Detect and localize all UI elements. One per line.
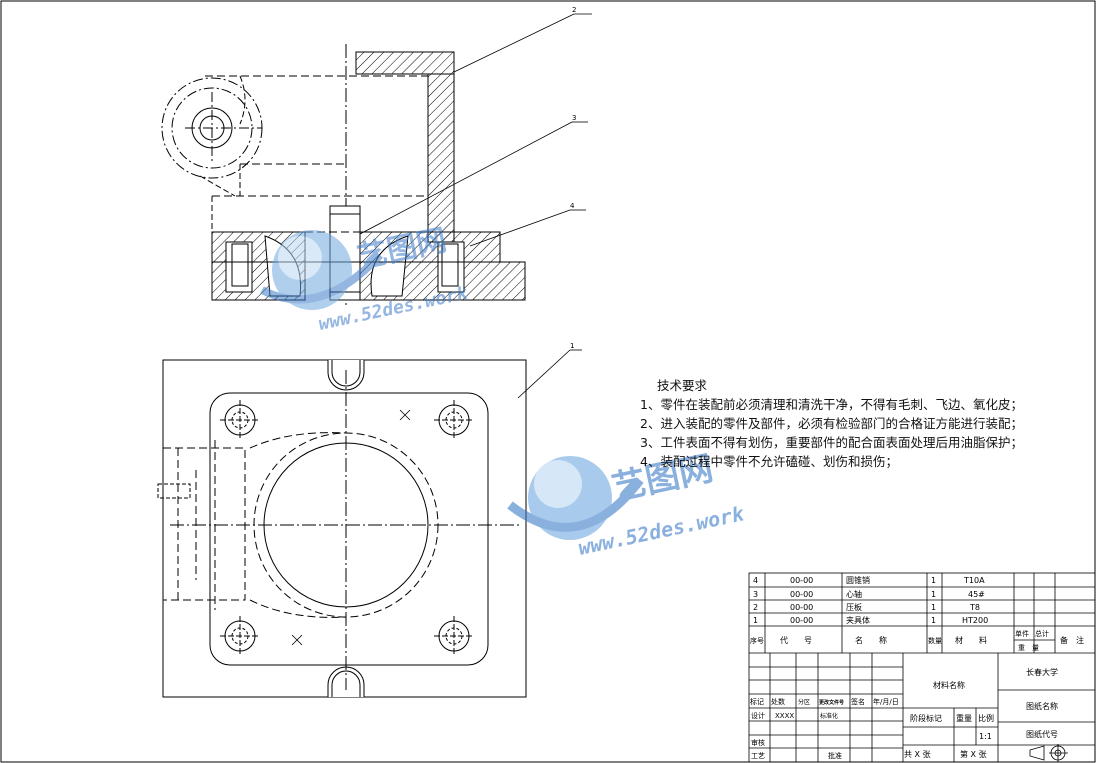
bom-code: 00-00	[790, 576, 813, 585]
bom-code: 00-00	[790, 590, 813, 599]
technical-requirements: 技术要求 1、零件在装配前必须清理和清洗干净，不得有毛刺、飞边、氧化皮； 2、进…	[640, 376, 1023, 471]
approve-label: 批准	[828, 751, 842, 760]
top-view	[157, 359, 527, 698]
rev-count: 处数	[771, 697, 785, 706]
rev-zone: 分区	[798, 698, 810, 706]
pressure-plate-section	[355, 51, 455, 75]
bom-qty: 1	[931, 616, 936, 625]
bom-code: 00-00	[790, 603, 813, 612]
bom-qty: 1	[931, 590, 936, 599]
title-block-text: 材料名称 长春大学 图纸名称 图纸代号 阶段标记 重量 比例 1:1 共 X 张…	[750, 667, 1058, 760]
designer-value: XXXX	[775, 712, 794, 720]
review-label: 审核	[751, 738, 765, 747]
title-block	[748, 572, 1096, 763]
scale-value: 1:1	[979, 732, 992, 741]
bom-name: 心轴	[846, 589, 862, 599]
bom-code: 00-00	[790, 616, 813, 625]
balloon-2: 2	[572, 6, 576, 14]
bom-row: 2 00-00 压板 1 T8	[753, 602, 980, 612]
bom-header-weight: 重 量	[1018, 644, 1039, 652]
bom-no: 1	[753, 616, 758, 625]
rev-mark: 标记	[750, 697, 764, 706]
bom-material: T8	[969, 603, 980, 612]
drawing-name: 图纸名称	[1026, 701, 1058, 711]
bom-header-name: 名 称	[855, 635, 887, 645]
requirement-item: 1、零件在装配前必须清理和清洗干净，不得有毛刺、飞边、氧化皮；	[640, 397, 1023, 412]
drawing-code: 图纸代号	[1026, 729, 1058, 739]
globe-logo-icon-2	[507, 456, 644, 540]
bom-header-remark: 备 注	[1060, 635, 1084, 645]
projection-symbol-icon	[1029, 744, 1068, 762]
globe-logo-icon	[260, 230, 383, 310]
column-section	[427, 73, 455, 243]
weight-label: 重量	[956, 713, 972, 723]
balloon-3: 3	[572, 114, 576, 122]
balloon-1-leader	[517, 349, 582, 399]
bom-header-qty: 数量	[928, 636, 942, 645]
bom-header-no: 序号	[750, 636, 764, 645]
balloons-front	[359, 13, 592, 247]
bom-header-unit: 单件	[1015, 629, 1029, 638]
standardize-label: 标准化	[820, 712, 838, 720]
process-label: 工艺	[751, 752, 765, 760]
bom-no: 2	[753, 603, 758, 612]
bom-header-total: 总计	[1035, 629, 1049, 638]
bom-material: HT200	[962, 616, 988, 625]
scale-label: 比例	[978, 713, 994, 723]
sheet-number: 第 X 张	[960, 749, 987, 759]
total-sheets: 共 X 张	[904, 750, 931, 759]
bom-qty: 1	[931, 576, 936, 585]
bom-qty: 1	[931, 603, 936, 612]
balloon-4: 4	[570, 202, 575, 210]
bom-material: T10A	[963, 576, 985, 585]
bom-material: 45#	[968, 590, 985, 599]
bom-table: 4 00-00 圆锥销 1 T10A 3 00-00 心轴 1 45# 2 00…	[750, 575, 1084, 652]
design-label: 设计	[751, 711, 765, 720]
bom-name: 夹具体	[846, 615, 870, 625]
rev-signature: 签名	[851, 697, 865, 706]
bom-no: 4	[753, 576, 758, 585]
rev-change-doc: 更改文件号	[819, 699, 844, 706]
bom-row: 3 00-00 心轴 1 45#	[753, 589, 985, 599]
bom-name: 压板	[846, 602, 862, 612]
bom-header-code: 代 号	[780, 635, 812, 645]
requirement-item: 3、工件表面不得有划伤，重要部件的配合面表面处理后用油脂保护；	[640, 435, 1023, 450]
requirement-item: 4、装配过程中零件不允许磕碰、划伤和损伤；	[640, 454, 898, 469]
rev-date: 年/月/日	[873, 697, 899, 706]
bom-no: 3	[753, 590, 758, 599]
bom-row: 1 00-00 夹具体 1 HT200	[753, 615, 988, 625]
stage-mark: 阶段标记	[910, 713, 942, 723]
bom-row: 4 00-00 圆锥销 1 T10A	[753, 575, 985, 585]
requirement-item: 2、进入装配的零件及部件，必须有检验部门的合格证方能进行装配；	[640, 416, 1023, 431]
university: 长春大学	[1026, 667, 1058, 677]
bom-name: 圆锥销	[846, 575, 870, 585]
material-name: 材料名称	[933, 680, 965, 690]
bom-header-material: 材 料	[955, 635, 987, 645]
technical-requirements-title: 技术要求	[657, 378, 708, 393]
balloon-1: 1	[570, 342, 574, 350]
